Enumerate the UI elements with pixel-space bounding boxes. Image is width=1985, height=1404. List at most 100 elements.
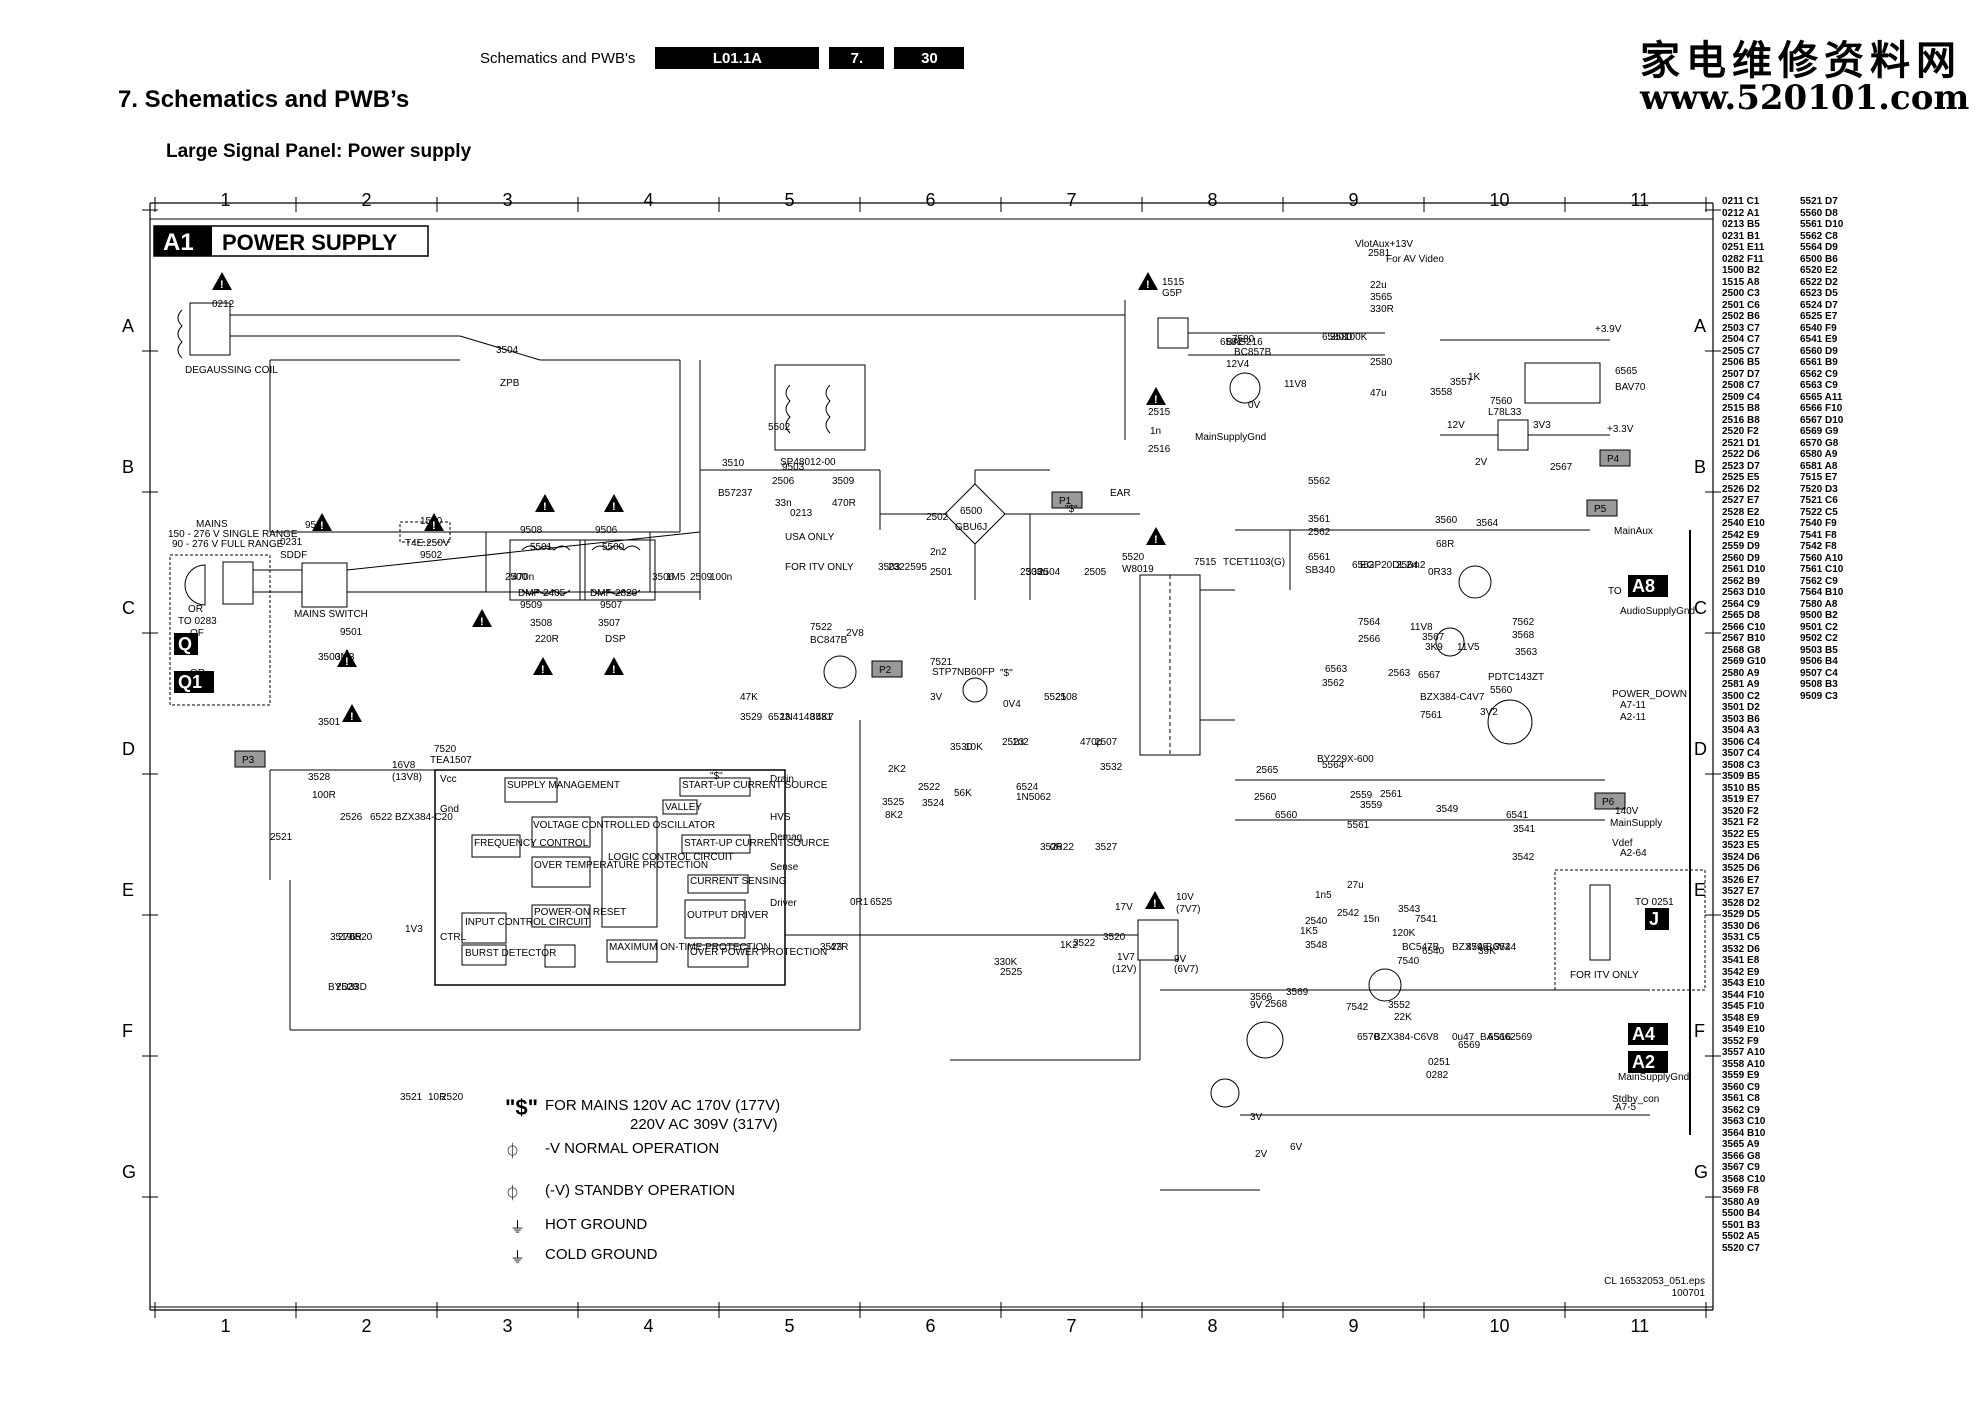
component-ref-2568: 2568 [1265, 999, 1288, 1010]
component-ref-3526: 3526 [1040, 842, 1063, 853]
index-entry: 7541 F8 [1800, 529, 1837, 541]
net-label: 11V8 [1284, 379, 1307, 390]
grid-row-label-right: C [1694, 598, 1707, 618]
component-ref-270R: 270R [338, 932, 362, 943]
grid-col-label-bottom: 3 [503, 1316, 513, 1336]
warning-triangle-icon [1145, 891, 1165, 909]
component-ref-BC847B: BC847B [810, 635, 848, 646]
grid-row-label-left: G [122, 1162, 136, 1182]
component-ref-5500: 5500 [602, 542, 625, 553]
component-ref-6561: 6561 [1308, 552, 1331, 563]
label-degaussing: DEGAUSSING COIL [185, 365, 278, 376]
component-ref-0231: 0231 [280, 537, 303, 548]
label-ss: "$" [1000, 668, 1013, 679]
panel-id: A1 [163, 229, 194, 256]
index-entry: 7564 B10 [1800, 587, 1844, 598]
net-label: 3V [930, 692, 943, 703]
grid-row-label-right: G [1694, 1162, 1708, 1182]
component-ref-0282: 0282 [1426, 1070, 1449, 1081]
grid-row-label-right: E [1694, 880, 1706, 900]
component-ref-470n: 470n [512, 572, 534, 583]
component-ref-3519: 3519 [330, 932, 353, 943]
index-entry: 3504 A3 [1722, 725, 1760, 736]
net-label: HVS [770, 812, 791, 823]
index-entry: 3529 D5 [1722, 909, 1760, 920]
component-ref-1K: 1K [1468, 372, 1481, 383]
component-ref-BAS16: BAS16 [1480, 1032, 1512, 1043]
grid-row-label-left: A [122, 316, 134, 336]
warning-triangle-icon [604, 657, 624, 675]
index-entry: 3561 C8 [1722, 1093, 1760, 1104]
index-entry: 9509 C3 [1800, 690, 1838, 702]
component-ref-6569: 6569 [1458, 1040, 1481, 1051]
port-flag-p6-bg [1594, 792, 1626, 810]
component-ref-3531: 3531 [810, 712, 833, 723]
grid-col-label-top: 4 [644, 190, 654, 210]
watermark-chinese: 家电维修资料网 [1640, 37, 1962, 84]
header-page-box: 30 [894, 47, 965, 69]
component-ref-3545: 3545 [1466, 942, 1489, 953]
index-entry: 2526 D2 [1722, 483, 1760, 495]
component-ref-3521: 3521 [400, 1092, 423, 1103]
net-label: 11V8 [1410, 622, 1433, 633]
component-ref-6580: 6580 [1322, 332, 1345, 343]
component-ref-9503: 9503 [782, 462, 805, 473]
port-flag-p2: P2 [879, 665, 892, 676]
warning-triangle-icon [472, 609, 492, 627]
component-ref-7564: 7564 [1358, 617, 1381, 628]
panel-name: POWER SUPPLY [222, 230, 398, 255]
component-ref-2505: 2505 [1084, 567, 1107, 578]
component-ref-7521: 7521 [930, 657, 953, 668]
index-entry: 5560 D8 [1800, 207, 1838, 219]
index-entry: 6567 D10 [1800, 414, 1844, 426]
label-stdby: Stdby_con [1612, 1094, 1659, 1105]
warning-exclamation-icon: ! [480, 616, 484, 628]
page-title: 7. Schematics and PWB’s [118, 86, 410, 113]
warning-triangle-icon [424, 513, 444, 531]
index-entry: 9501 C2 [1800, 621, 1838, 633]
component-ref-3510: 3510 [722, 458, 745, 469]
label-ic-type: TEA1507 [430, 755, 472, 766]
component-ref-2520: 2520 [441, 1092, 464, 1103]
component-ref-9501: 9501 [340, 627, 363, 638]
index-entry: 3524 D6 [1722, 851, 1760, 863]
index-entry: 0213 B5 [1722, 219, 1760, 230]
component-ref-3566: 3566 [1250, 992, 1273, 1003]
index-entry: 0251 E11 [1722, 242, 1765, 253]
warning-exclamation-icon: ! [432, 520, 436, 532]
component-ref-10R: 10R [428, 1092, 446, 1103]
component-ref-PDTC143ZT: PDTC143ZT [1488, 672, 1544, 683]
index-entry: 3530 D6 [1722, 920, 1760, 932]
component-ref-330R: 330R [1370, 304, 1394, 315]
grid-col-label-bottom: 2 [362, 1316, 372, 1336]
component-ref-2508: 2508 [1055, 692, 1078, 703]
net-label: 9V [1250, 1000, 1263, 1011]
index-entry: 9502 C2 [1800, 633, 1838, 644]
component-ref-1n2: 1n2 [1012, 737, 1029, 748]
index-entry: 7515 E7 [1800, 472, 1838, 483]
component-ref-2515: 2515 [1148, 407, 1171, 418]
component-ref-EGP20DL: EGP20DL [1360, 560, 1405, 571]
index-entry: 2508 C7 [1722, 380, 1760, 391]
port-flag-p1: P1 [1059, 496, 1072, 507]
warning-triangle-icon [533, 657, 553, 675]
label-for-av: For AV Video [1386, 254, 1444, 265]
warning-exclamation-icon: ! [220, 279, 224, 291]
grid-col-label-top: 8 [1208, 190, 1218, 210]
component-ref-6523: 6523 [768, 712, 791, 723]
grid-row-label-right: B [1694, 457, 1706, 477]
net-label: 1V7 [1117, 952, 1135, 963]
warning-triangle-icon [342, 704, 362, 722]
component-ref-3527: 3527 [1095, 842, 1118, 853]
component-ref-100n: 100n [710, 572, 732, 583]
grid-col-label-top: 9 [1349, 190, 1359, 210]
net-label: 16V8 [392, 760, 416, 771]
net-label: 2V8 [846, 628, 864, 639]
index-entry: 7562 C9 [1800, 575, 1838, 587]
component-ref-1M5: 1M5 [666, 572, 686, 583]
component-ref-9507: 9507 [600, 600, 623, 611]
component-ref-2500: 2500 [505, 572, 528, 583]
index-entry: 3559 E9 [1722, 1070, 1760, 1081]
